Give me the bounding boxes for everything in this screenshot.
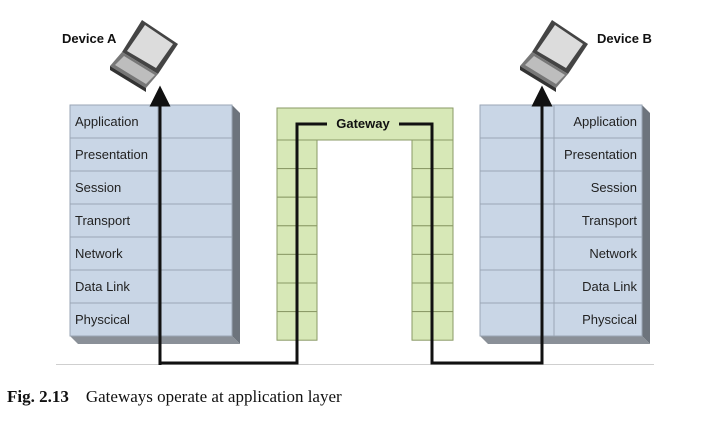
gateway-cell — [296, 139, 318, 170]
gateway-cell — [411, 253, 433, 284]
layer-cell — [479, 269, 643, 304]
figure-frame — [56, 8, 654, 365]
stack-side — [232, 105, 240, 344]
layer-cell — [479, 104, 643, 139]
laptop-icon — [520, 20, 588, 92]
gateway-cell — [431, 253, 454, 284]
data-path-line — [160, 122, 327, 365]
caption-number: Fig. 2.13 — [7, 387, 69, 406]
layer-label: Network — [75, 246, 123, 261]
gateway-cell — [411, 139, 433, 170]
stack-side — [642, 105, 650, 344]
layer-cell — [69, 137, 233, 172]
gateway-cell — [411, 196, 433, 227]
layer-cell — [69, 170, 233, 205]
layer-cell — [479, 170, 643, 205]
gateway-cell — [296, 311, 318, 341]
layer-cell — [479, 203, 643, 238]
layer-label: Presentation — [75, 147, 148, 162]
layer-label: Physcical — [582, 312, 637, 327]
gateway-cell — [276, 225, 298, 255]
layer-label: Application — [75, 114, 139, 129]
laptop-icon — [110, 20, 178, 92]
layer-cell — [69, 302, 233, 337]
gateway-cell — [431, 139, 454, 170]
device-b-label: Device B — [597, 31, 652, 46]
layer-label: Session — [75, 180, 121, 195]
layer-cell — [479, 302, 643, 337]
gateway-cell — [431, 311, 454, 341]
figure-caption: Fig. 2.13 Gateways operate at applicatio… — [7, 387, 707, 407]
layer-cell — [69, 104, 233, 139]
osi-stack-device-b: ApplicationPresentationSessionTransportN… — [479, 104, 650, 344]
gateway-cell — [276, 196, 298, 227]
gateway-cell — [276, 311, 298, 341]
gateway-cell — [276, 168, 298, 198]
layer-label: Data Link — [582, 279, 637, 294]
osi-stack-device-a: ApplicationPresentationSessionTransportN… — [69, 104, 240, 344]
gateway-cell — [411, 168, 433, 198]
gateway-cell — [431, 225, 454, 255]
stack-bottom — [70, 336, 240, 344]
gateway-cell — [411, 282, 433, 313]
gateway-cell — [276, 282, 298, 313]
layer-label: Application — [573, 114, 637, 129]
stack-bottom — [480, 336, 650, 344]
caption-text: Gateways operate at application layer — [85, 387, 342, 406]
device-a-label: Device A — [62, 31, 117, 46]
layer-label: Physcical — [75, 312, 130, 327]
layer-cell — [479, 137, 643, 172]
layer-label: Data Link — [75, 279, 130, 294]
gateway-cell — [411, 225, 433, 255]
gateway-cell — [296, 168, 318, 198]
layer-label: Transport — [582, 213, 638, 228]
gateway-structure: Gateway — [276, 107, 454, 341]
layer-label: Session — [591, 180, 637, 195]
data-path-line — [399, 85, 553, 365]
gateway-cell — [276, 139, 298, 170]
layer-label: Presentation — [564, 147, 637, 162]
gateway-label: Gateway — [336, 116, 390, 131]
layer-label: Network — [589, 246, 637, 261]
gateway-cell — [431, 196, 454, 227]
layer-label: Transport — [75, 213, 131, 228]
gateway-cell — [296, 282, 318, 313]
gateway-cell — [431, 168, 454, 198]
layer-cell — [69, 236, 233, 271]
gateway-cell — [276, 253, 298, 284]
gateway-cell — [296, 196, 318, 227]
gateway-cell — [296, 253, 318, 284]
layer-cell — [69, 269, 233, 304]
gateway-cell — [431, 282, 454, 313]
layer-cell — [69, 203, 233, 238]
gateway-cell — [411, 311, 433, 341]
gateway-cell — [296, 225, 318, 255]
